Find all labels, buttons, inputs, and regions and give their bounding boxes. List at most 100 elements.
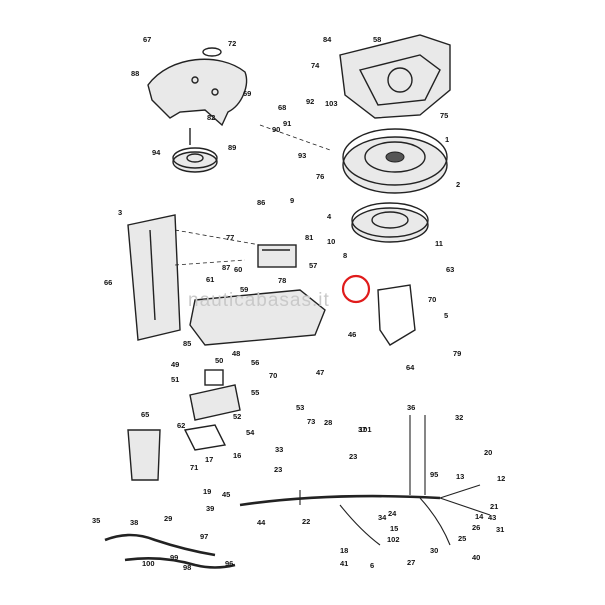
callout-30: 30 [430,546,438,555]
battery-cables [104,533,236,569]
callout-28: 28 [324,418,332,427]
callout-93: 93 [298,151,306,160]
callout-74: 74 [311,61,320,70]
callout-72: 72 [228,39,236,48]
callout-76: 76 [316,172,324,181]
callout-40: 40 [472,553,480,562]
highlight-circle [341,274,371,304]
callout-36: 36 [407,403,415,412]
callout-65: 65 [141,410,149,419]
callout-57: 57 [309,261,317,270]
callout-61: 61 [206,275,214,284]
callout-34: 34 [378,513,387,522]
callout-24: 24 [388,509,397,518]
callout-31: 31 [496,525,504,534]
callout-94: 94 [152,148,161,157]
callout-13: 13 [456,472,464,481]
callout-95: 95 [430,470,438,479]
callout-86: 86 [257,198,265,207]
callout-84: 84 [323,35,332,44]
callout-63: 63 [446,265,454,274]
callout-91: 91 [283,119,291,128]
callout-42: 42 [0,0,8,2]
callout-81: 81 [305,233,313,242]
callout-52: 52 [233,412,241,421]
callout-70: 70 [269,371,277,380]
callout-62: 62 [177,421,185,430]
callout-2: 2 [456,180,460,189]
callout-59: 59 [240,285,248,294]
callout-1: 1 [445,135,449,144]
electric-bracket-part [339,34,451,119]
callout-29: 29 [164,514,172,523]
callout-101: 101 [359,425,372,434]
callout-55: 55 [251,388,259,397]
stator-part [351,202,429,243]
callout-23: 23 [349,452,357,461]
callout-4: 4 [327,212,332,221]
callout-41: 41 [340,559,348,568]
callout-46: 46 [348,330,356,339]
callout-17: 17 [205,455,213,464]
callout-45: 45 [222,490,230,499]
callout-82: 82 [207,113,215,122]
callout-39: 39 [206,504,214,513]
callout-56: 56 [251,358,259,367]
callout-5: 5 [444,311,448,320]
callout-71: 71 [190,463,198,472]
callout-51: 51 [171,375,179,384]
callout-69: 69 [243,89,251,98]
callout-39: 39 [0,0,8,2]
flywheel-cover-part [147,47,248,127]
callout-50: 50 [215,356,223,365]
callout-54: 54 [246,428,255,437]
callout-33: 33 [275,445,283,454]
callout-92: 92 [306,97,314,106]
gasket-part [183,424,227,451]
callout-79: 79 [453,349,461,358]
wiring-harness [239,415,491,546]
callout-100: 100 [142,559,155,568]
callout-27: 27 [407,558,415,567]
callout-64: 64 [406,363,415,372]
flywheel-part [342,128,448,194]
callout-20: 20 [484,448,492,457]
callout-9: 9 [290,196,294,205]
callout-12: 12 [497,474,505,483]
bracket-62-part [377,284,416,346]
callout-11: 11 [435,239,443,248]
callout-90: 90 [272,125,280,134]
callout-68: 68 [278,103,286,112]
callout-96: 96 [225,559,233,568]
callout-78: 78 [278,276,286,285]
callout-89: 89 [228,143,236,152]
callout-44: 44 [257,518,266,527]
callout-58: 58 [373,35,381,44]
callout-66: 66 [104,278,112,287]
side-cover-part [127,214,181,341]
callout-47: 47 [316,368,324,377]
watermark: nauticabasas.it [188,290,330,311]
callout-60: 60 [234,265,242,274]
callout-22: 22 [302,517,310,526]
callout-3: 3 [118,208,122,217]
callout-75: 75 [440,111,448,120]
callout-10: 10 [327,237,335,246]
callout-87: 87 [222,263,230,272]
callout-35: 35 [92,516,100,525]
callout-97: 97 [200,532,208,541]
callout-48: 48 [232,349,240,358]
callout-38: 38 [130,518,138,527]
pulley-part [172,128,218,173]
callout-43: 43 [488,513,496,522]
callout-98: 98 [183,563,191,572]
cover-71-part [127,429,161,481]
callout-6: 6 [370,561,374,570]
mounting-plate-part [189,289,326,346]
callout-32: 32 [455,413,463,422]
callout-88: 88 [131,69,139,78]
callout-73: 73 [307,417,315,426]
callout-85: 85 [183,339,191,348]
